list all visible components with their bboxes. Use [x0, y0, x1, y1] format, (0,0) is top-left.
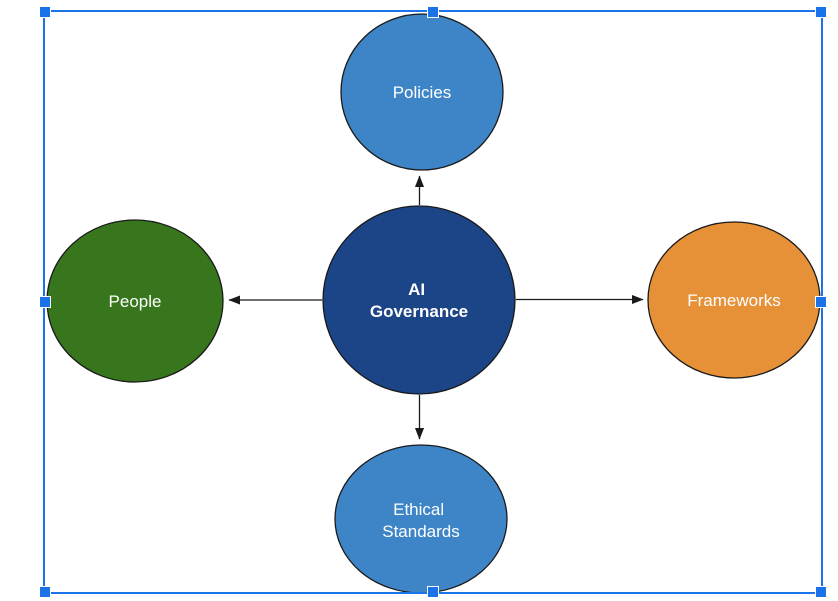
node-ethical-standards-shape[interactable] — [334, 444, 508, 594]
node-ai-governance-label-line1: AI — [408, 280, 425, 299]
selection-handle-bottom-right[interactable] — [815, 586, 827, 598]
selection-handle-bottom-middle[interactable] — [427, 586, 439, 598]
node-people[interactable]: People — [46, 219, 224, 383]
node-ethical-standards-label-line1: Ethical — [393, 500, 444, 519]
node-policies-label: Policies — [393, 83, 452, 102]
selection-handle-middle-right[interactable] — [815, 296, 827, 308]
node-policies-shape[interactable] — [340, 13, 504, 171]
selection-handle-top-middle[interactable] — [427, 6, 439, 18]
node-people-label: People — [109, 292, 162, 311]
node-ethical-standards-label: Ethical Standards — [382, 500, 460, 541]
node-policies[interactable]: Policies — [340, 13, 504, 171]
node-ai-governance[interactable]: AI Governance — [322, 205, 516, 395]
node-ai-governance-label: AI Governance — [370, 280, 468, 321]
node-ai-governance-label-line2: Governance — [370, 302, 468, 321]
selection-handle-top-left[interactable] — [39, 6, 51, 18]
node-ethical-standards[interactable]: Ethical Standards — [334, 444, 508, 594]
node-ethical-standards-label-line2: Standards — [382, 522, 460, 541]
selection-handle-bottom-left[interactable] — [39, 586, 51, 598]
node-frameworks-label: Frameworks — [687, 291, 781, 310]
selection-handle-top-right[interactable] — [815, 6, 827, 18]
node-ai-governance-shape[interactable] — [322, 205, 516, 395]
selection-handle-middle-left[interactable] — [39, 296, 51, 308]
node-frameworks[interactable]: Frameworks — [647, 221, 821, 379]
